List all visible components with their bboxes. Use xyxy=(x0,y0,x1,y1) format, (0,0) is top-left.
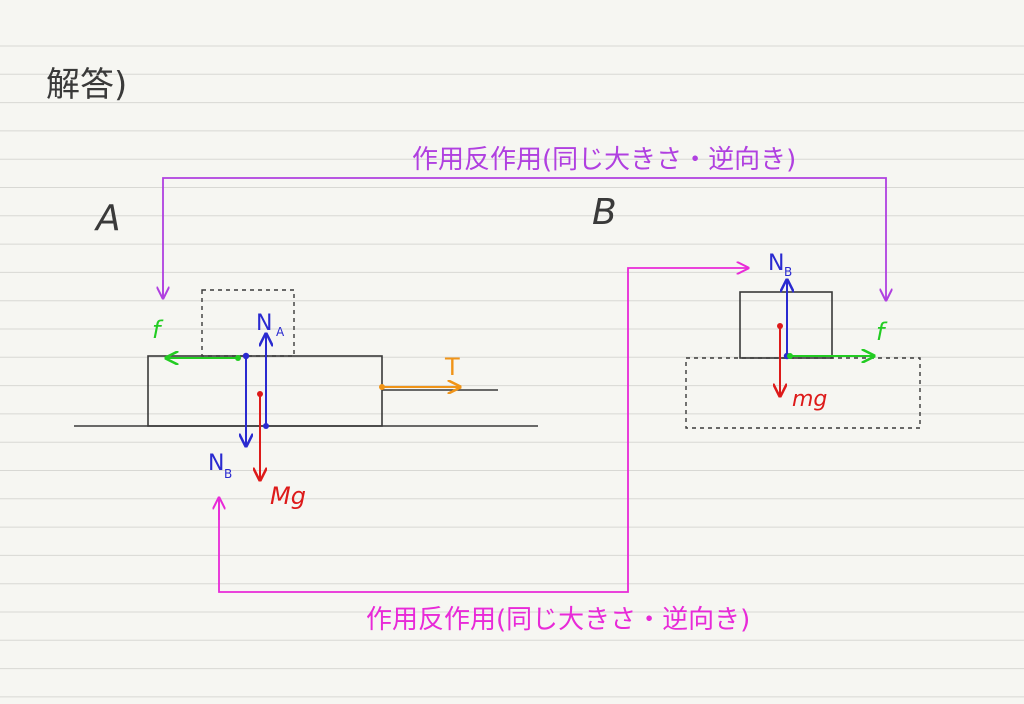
tension-point xyxy=(379,384,385,390)
diagram-a: f N A N B Mg T xyxy=(74,289,538,510)
top-pair-connector xyxy=(162,177,886,300)
bottom-pair-connector xyxy=(218,268,748,593)
label-b: B xyxy=(592,192,617,233)
diagram-b: N B mg f xyxy=(685,251,921,429)
bottom-pair-caption: 作用反作用(同じ大きさ・逆向き) xyxy=(366,605,750,635)
label-a: A xyxy=(94,198,121,239)
normal-a-subscript: A xyxy=(276,325,285,339)
ruled-lines xyxy=(0,45,1024,698)
normal-a-label: N xyxy=(256,311,272,336)
friction-point-a xyxy=(235,355,241,361)
normal-a-point xyxy=(263,423,269,429)
friction-label-b: f xyxy=(876,318,888,346)
friction-point-b xyxy=(787,353,793,359)
normal-b-label-a: N xyxy=(208,451,224,476)
weight-point-b xyxy=(777,323,783,329)
weight-label-b: mg xyxy=(792,387,827,412)
top-pair-caption: 作用反作用(同じ大きさ・逆向き) xyxy=(412,145,796,175)
normal-b-point-a xyxy=(242,352,250,360)
friction-label-a: f xyxy=(152,316,164,344)
block-b-ghost xyxy=(201,289,295,357)
normal-b-subscript-b: B xyxy=(784,265,792,279)
tension-label: T xyxy=(444,353,460,381)
normal-b-label-b: N xyxy=(768,251,784,276)
heading: 解答) xyxy=(46,65,127,105)
weight-point-a xyxy=(257,391,263,397)
weight-label-a: Mg xyxy=(270,482,306,510)
normal-b-subscript-a: B xyxy=(224,467,232,481)
